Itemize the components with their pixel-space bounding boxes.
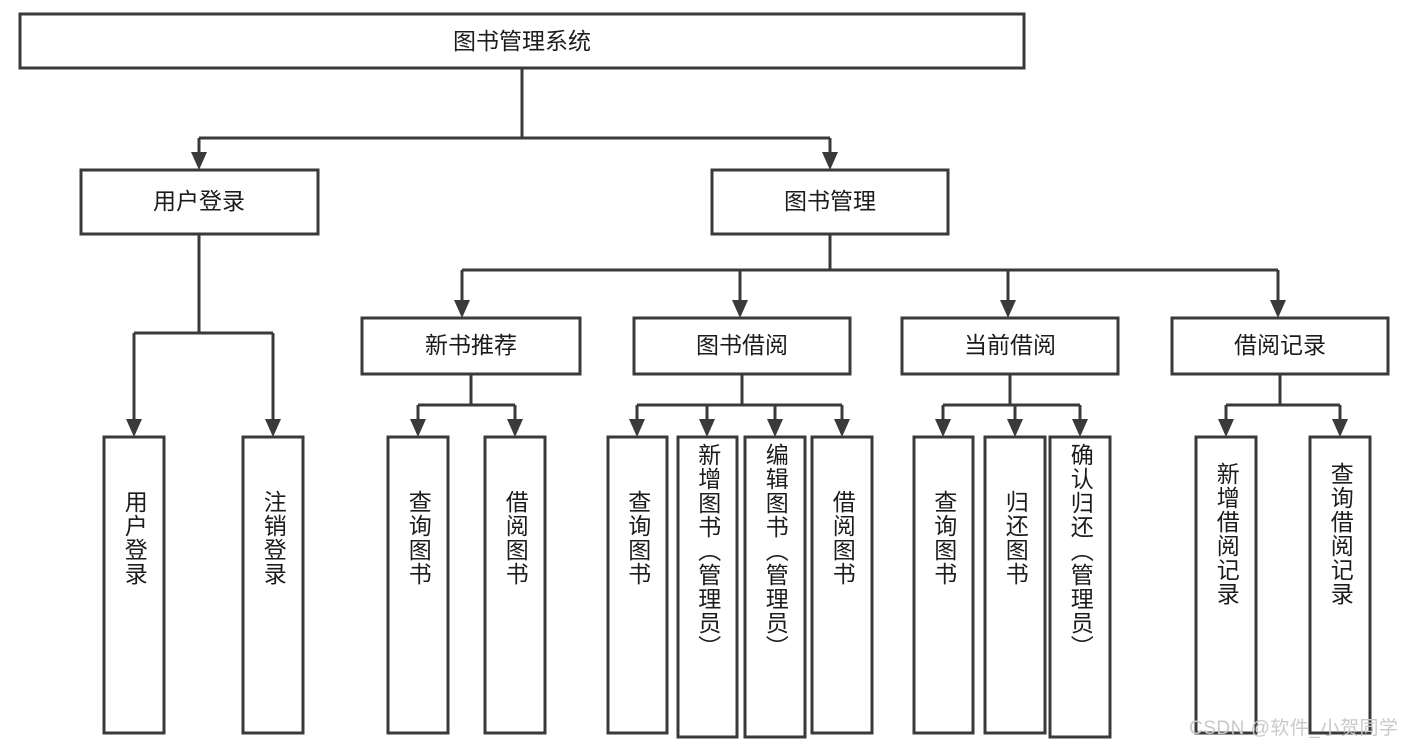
- node-box-borrow-record[interactable]: [1170, 316, 1390, 376]
- node-label-user-login: 用户登录: [153, 188, 245, 214]
- arrow-head-bb-query: [629, 419, 645, 437]
- node-box-leaf-bb-query-book[interactable]: [606, 435, 669, 735]
- node-label-root: 图书管理系统: [453, 28, 591, 54]
- node-box-leaf-cb-confirm-return[interactable]: [1048, 435, 1112, 739]
- node-box-leaf-nb-query-book[interactable]: [386, 435, 450, 735]
- node-box-book-management[interactable]: [710, 168, 950, 236]
- arrow-head-borrow-record: [1270, 300, 1286, 318]
- csdn-watermark: CSDN @软件_小贺同学: [1189, 718, 1399, 739]
- arrow-head-nb-borrow: [507, 419, 523, 437]
- node-box-leaf-cb-query-book[interactable]: [912, 435, 975, 735]
- node-label-current-borrow: 当前借阅: [964, 332, 1056, 358]
- arrow-head-br-add: [1218, 419, 1234, 437]
- node-box-new-book-recommend[interactable]: [360, 316, 582, 376]
- node-box-leaf-nb-borrow-book[interactable]: [483, 435, 547, 735]
- node-box-leaf-bb-edit-book[interactable]: [743, 435, 807, 739]
- node-box-leaf-bb-add-book[interactable]: [676, 435, 739, 739]
- arrow-head-cb-query: [935, 419, 951, 437]
- node-box-leaf-logout[interactable]: [241, 435, 305, 735]
- node-box-current-borrow[interactable]: [900, 316, 1120, 376]
- node-box-user-login[interactable]: [79, 168, 320, 236]
- node-box-leaf-br-add-record[interactable]: [1194, 435, 1258, 735]
- arrow-head-leaf-user-login: [126, 419, 142, 437]
- connectors-group: [126, 68, 1348, 437]
- node-box-leaf-br-query-record[interactable]: [1308, 435, 1372, 735]
- arrow-head-bb-add: [699, 419, 715, 437]
- node-label-new-book-recommend: 新书推荐: [425, 332, 517, 358]
- arrow-head-cb-confirm: [1072, 419, 1088, 437]
- node-box-root[interactable]: [18, 12, 1026, 70]
- node-label-book-management: 图书管理: [784, 188, 876, 214]
- arrow-head-new-book-rec: [454, 300, 470, 318]
- arrow-head-book-borrow: [732, 300, 748, 318]
- node-label-borrow-record: 借阅记录: [1234, 332, 1326, 358]
- arrow-head-user-login: [191, 152, 207, 170]
- arrow-head-book-mgmt: [822, 152, 838, 170]
- nodes-group: 图书管理系统 用户登录 图书管理 新书推荐 图书借阅 当前借阅 借阅记录: [18, 12, 1390, 739]
- arrow-head-current-borrow: [1000, 300, 1016, 318]
- arrow-head-leaf-logout: [265, 419, 281, 437]
- arrow-head-cb-return: [1007, 419, 1023, 437]
- node-box-leaf-cb-return-book[interactable]: [983, 435, 1047, 735]
- node-box-book-borrow[interactable]: [632, 316, 852, 376]
- node-label-book-borrow: 图书借阅: [696, 332, 788, 358]
- arrow-head-br-query: [1332, 419, 1348, 437]
- node-box-leaf-bb-borrow-book[interactable]: [810, 435, 874, 735]
- arrow-head-bb-borrow: [834, 419, 850, 437]
- arrow-head-nb-query: [410, 419, 426, 437]
- arrow-head-bb-edit: [767, 419, 783, 437]
- node-box-leaf-user-login[interactable]: [102, 435, 166, 735]
